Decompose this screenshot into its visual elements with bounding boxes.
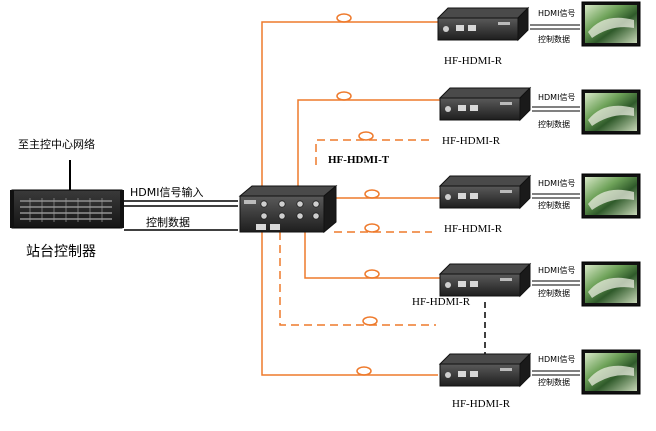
station-controller [10,160,124,229]
transmitter-label: HF-HDMI-T [328,154,390,166]
display-1-control-label: 控制数据 [538,35,570,44]
receiver-1-label: HF-HDMI-R [444,55,503,67]
network-label: 至主控中心网络 [18,138,95,151]
cable-tie-5 [356,366,372,376]
display-2-signal-label: HDMI信号 [538,93,576,102]
transmitter-ports [260,200,320,220]
cable-receiver-4 [304,232,440,279]
control-data-label: 控制数据 [146,216,190,229]
display-2 [581,89,641,135]
display-4-signal-label: HDMI信号 [538,266,576,275]
receiver-4-label: HF-HDMI-R [412,296,471,308]
display-5-signal-label: HDMI信号 [538,355,576,364]
display-3-control-label: 控制数据 [538,201,570,210]
cable-tie-4 [364,269,380,279]
cable-receiver-1 [261,21,438,188]
display-4 [581,261,641,307]
receiver-device-2 [438,86,532,122]
receiver-device-1 [436,6,530,42]
display-1 [581,1,641,47]
receiver-device-4 [438,262,532,298]
cable-receiver-2 [297,99,440,188]
transmitter-device [238,184,338,234]
receiver-device-3 [438,174,532,210]
display-3-signal-label: HDMI信号 [538,179,576,188]
display-3 [581,173,641,219]
receiver-5-label: HF-HDMI-R [452,398,511,410]
display-2-control-label: 控制数据 [538,120,570,129]
cable-tie-2 [336,91,352,101]
receiver-devices [436,6,532,388]
displays [581,1,641,395]
cable-receiver-5 [261,232,438,376]
cable-tie-3 [364,189,380,199]
cable-tie-1 [336,13,352,23]
cable-tie-dashed-3 [364,223,380,233]
hdmi-input-label: HDMI信号输入 [130,186,204,199]
receiver-device-5 [438,352,532,388]
cable-network [261,13,440,376]
controller-name: 站台控制器 [26,244,96,260]
controller-links [124,200,238,231]
display-4-control-label: 控制数据 [538,289,570,298]
receiver-2-label: HF-HDMI-R [442,135,501,147]
display-1-signal-label: HDMI信号 [538,9,576,18]
display-links [530,24,580,376]
cable-tie-dashed-2 [358,131,374,141]
receiver-3-label: HF-HDMI-R [444,223,503,235]
cable-dashed-5 [279,232,436,326]
cable-tie-dashed-5 [362,316,378,326]
display-5 [581,349,641,395]
display-5-control-label: 控制数据 [538,378,570,387]
